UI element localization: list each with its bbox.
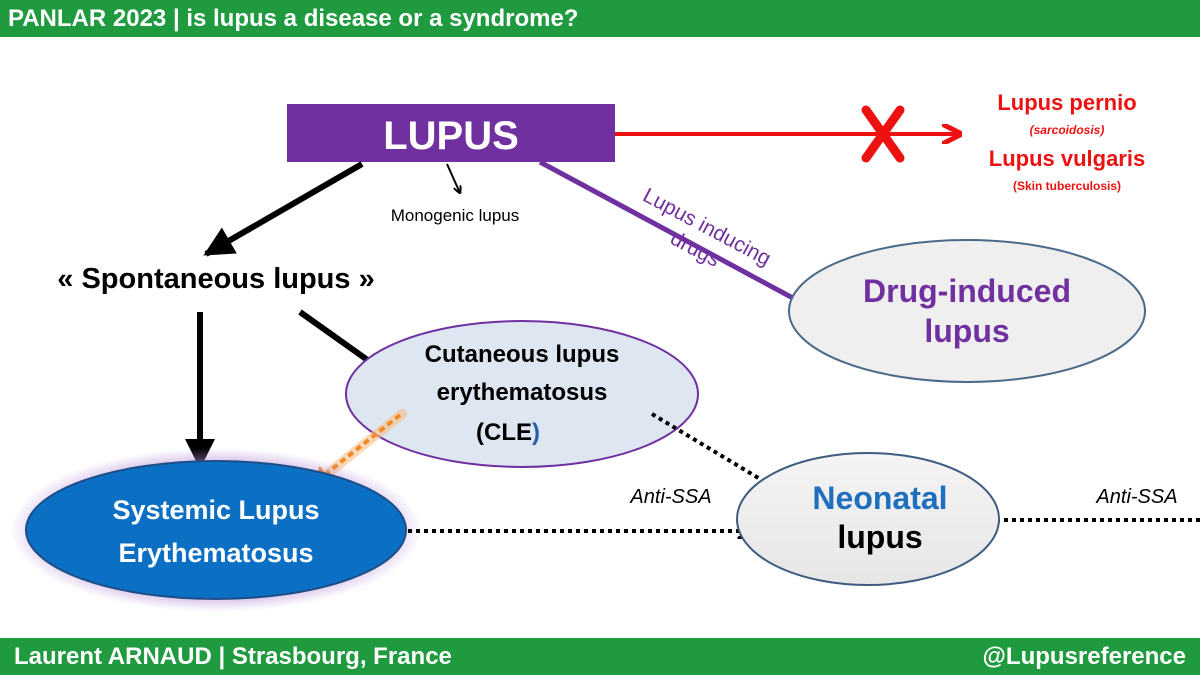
arrow-lupus-to-spontaneous <box>203 161 364 257</box>
exclusion-arrow <box>615 105 960 163</box>
excluded-conditions: Lupus pernio (sarcoidosis) Lupus vulgari… <box>989 90 1145 193</box>
footer-handle: @Lupusreference <box>982 643 1186 670</box>
sle-node: Systemic Lupus Erythematosus <box>10 448 422 612</box>
anti-ssa-left-label: Anti-SSA <box>629 486 711 508</box>
drug-induced-line1: Drug-induced <box>863 273 1071 309</box>
neonatal-lupus-node: Neonatal lupus <box>736 452 1000 586</box>
arrow-lupus-to-monogenic <box>446 163 460 193</box>
monogenic-lupus-label: Monogenic lupus <box>391 206 520 225</box>
lupus-pernio-label: Lupus pernio <box>997 90 1136 115</box>
arrow-cle-to-neonatal <box>650 412 790 497</box>
cle-line2: erythematosus <box>437 379 608 406</box>
sle-line2: Erythematosus <box>118 538 313 568</box>
arrow-lupus-to-drug-induced <box>538 159 830 318</box>
cle-line3: (CLE <box>476 419 532 446</box>
header-title: PANLAR 2023 | is lupus a disease or a sy… <box>8 5 579 32</box>
cle-line1: Cutaneous lupus <box>425 341 620 368</box>
skin-tuberculosis-note: (Skin tuberculosis) <box>1013 179 1121 193</box>
sle-line1: Systemic Lupus <box>112 495 319 525</box>
anti-ssa-right-label: Anti-SSA <box>1095 486 1177 508</box>
neonatal-line2: lupus <box>837 519 922 555</box>
sarcoidosis-note: (sarcoidosis) <box>1030 123 1105 137</box>
footer-author: Laurent ARNAUD | Strasbourg, France <box>14 643 452 670</box>
neonatal-line1: Neonatal <box>812 480 947 516</box>
footer-bar: Laurent ARNAUD | Strasbourg, France @Lup… <box>0 638 1200 675</box>
lupus-node: LUPUS <box>287 104 615 162</box>
lupus-vulgaris-label: Lupus vulgaris <box>989 146 1145 171</box>
lupus-diagram: LUPUS Lupus pernio (sarcoidosis) Lupus v… <box>10 90 1200 612</box>
cle-node: Cutaneous lupus erythematosus (CLE ) <box>345 320 699 468</box>
lupus-label: LUPUS <box>383 114 519 158</box>
cle-closing-paren: ) <box>532 419 540 446</box>
header-bar: PANLAR 2023 | is lupus a disease or a sy… <box>0 0 1200 37</box>
drug-induced-lupus-node: Drug-induced lupus <box>788 239 1146 383</box>
drug-induced-line2: lupus <box>924 313 1009 349</box>
spontaneous-lupus-label: « Spontaneous lupus » <box>57 263 374 295</box>
